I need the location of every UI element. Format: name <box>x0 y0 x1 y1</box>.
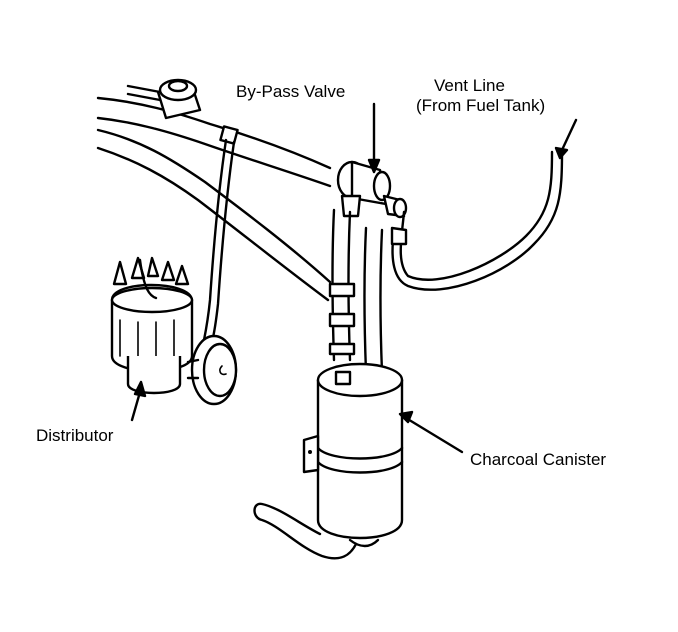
upper-hoses <box>96 96 332 302</box>
hose-tee <box>202 125 239 344</box>
charcoal-canister <box>302 362 404 540</box>
vacuum-advance <box>186 334 238 406</box>
bypass-valve <box>336 160 408 219</box>
label-charcoal-canister: Charcoal Canister <box>470 450 607 469</box>
label-bypass-valve: By-Pass Valve <box>236 82 346 101</box>
leader-lines <box>130 102 578 454</box>
canister-bottom-hose <box>253 502 380 560</box>
vent-line-hose <box>390 150 564 291</box>
hose-fitting <box>126 78 202 120</box>
label-vent-line: Vent Line <box>434 76 505 95</box>
label-distributor: Distributor <box>36 426 114 445</box>
canister-hoses <box>328 208 384 374</box>
distributor <box>110 256 194 395</box>
label-vent-line-sub: (From Fuel Tank) <box>416 96 546 115</box>
